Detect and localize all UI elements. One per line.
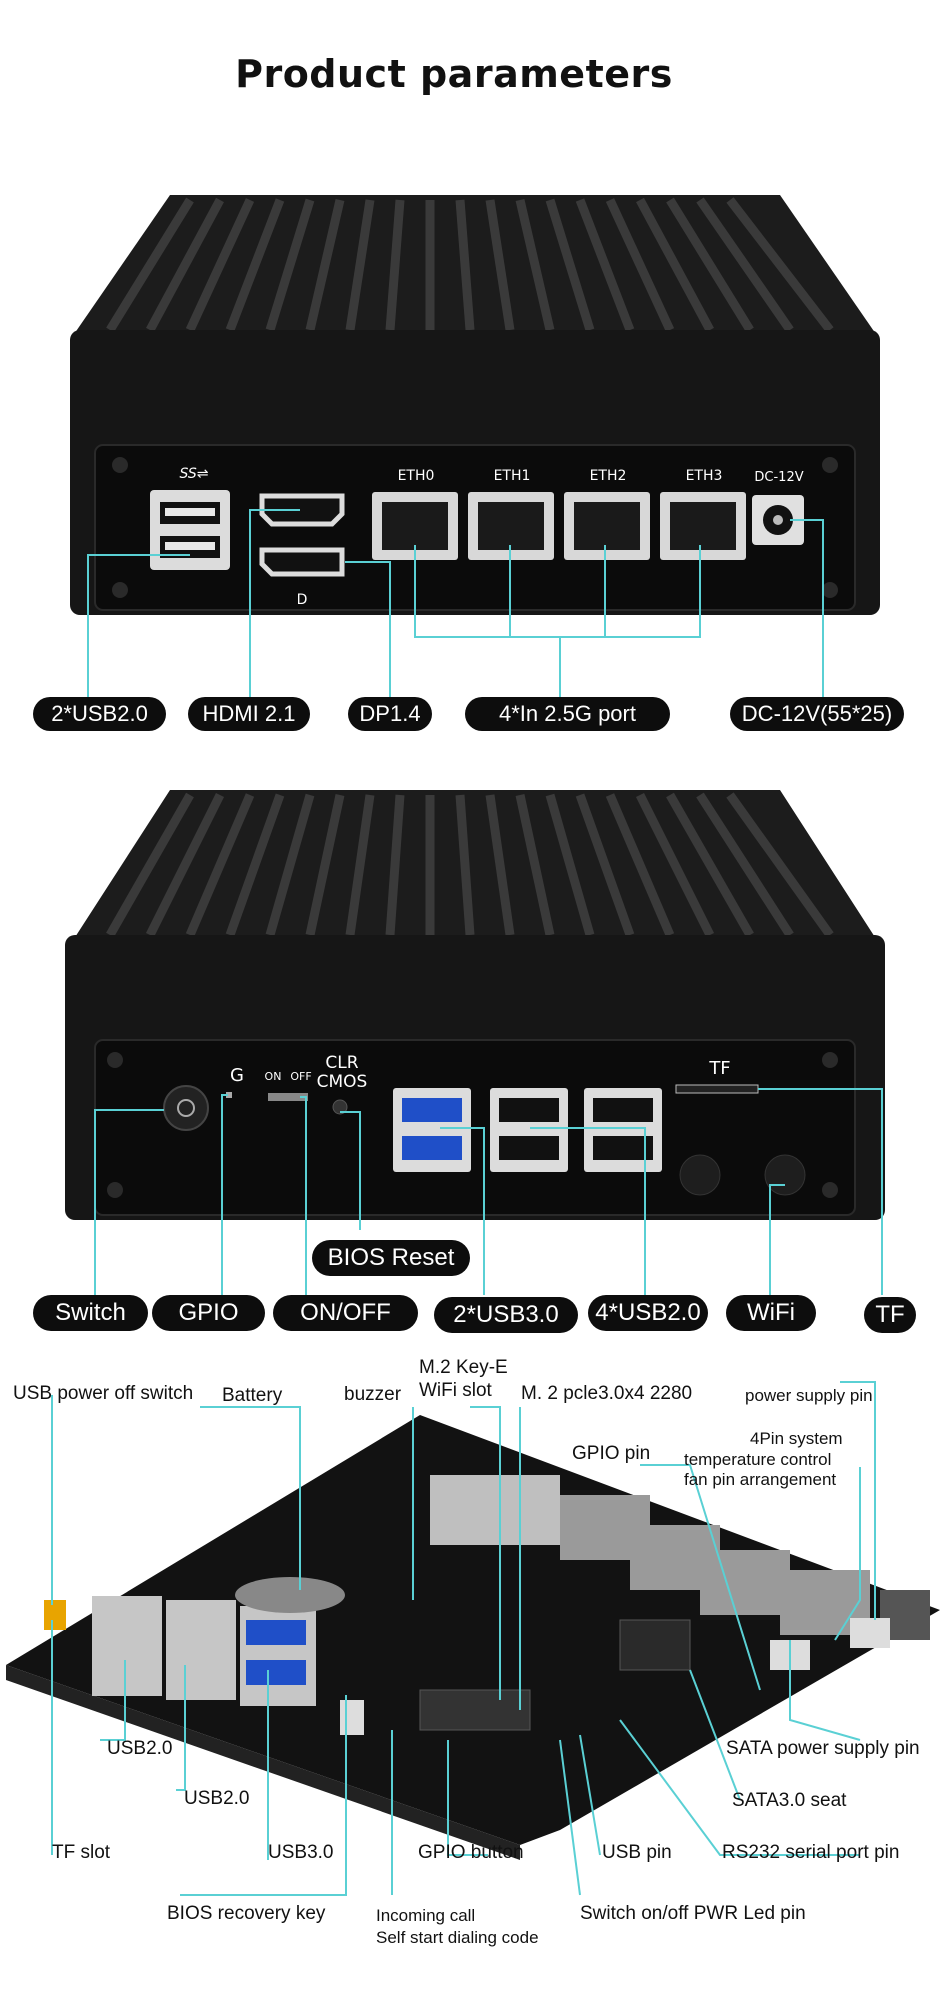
callout-usb3: 2*USB3.0 [434, 1297, 578, 1333]
callout-sata-power: SATA power supply pin [726, 1738, 920, 1759]
callout-dp: DP1.4 [348, 697, 432, 731]
cmos-label: CMOS [316, 1072, 368, 1092]
off-label: OFF [290, 1070, 312, 1083]
usb-ss-icon: SS⇌ [179, 466, 209, 482]
callout-wifi: WiFi [726, 1295, 816, 1331]
callout-usb2-a: USB2.0 [107, 1738, 173, 1759]
callout-power-supply-pin: power supply pin [745, 1386, 873, 1405]
clr-label: CLR [325, 1053, 359, 1073]
page-title: Product parameters [235, 52, 673, 96]
eth2-label: ETH2 [589, 468, 627, 484]
dc-label: DC-12V [754, 470, 804, 485]
callout-buzzer: buzzer [344, 1384, 402, 1405]
callout-m2-key-e: M.2 Key-E [419, 1357, 508, 1378]
callout-dc: DC-12V(55*25) [730, 697, 904, 731]
callout-sata-seat: SATA3.0 seat [732, 1790, 847, 1811]
callout-fan-1: 4Pin system [750, 1429, 843, 1448]
callout-incoming-call: Incoming call [376, 1906, 476, 1925]
callout-fan-3: fan pin arrangement [684, 1470, 837, 1489]
callout-battery: Battery [222, 1385, 283, 1406]
callout-self-start: Self start dialing code [376, 1928, 539, 1947]
callout-fan-2: temperature control [684, 1450, 832, 1469]
callout-switch-pwr: Switch on/off PWR Led pin [580, 1903, 806, 1924]
back-device [65, 790, 885, 1220]
callout-eth: 4*In 2.5G port [465, 697, 670, 731]
callout-usb-power-off-switch: USB power off switch [13, 1383, 194, 1404]
callout-bios-reset: BIOS Reset [312, 1240, 470, 1276]
callout-gpio: GPIO [152, 1295, 265, 1331]
callout-tf-slot: TF slot [52, 1842, 111, 1863]
callout-switch: Switch [33, 1295, 148, 1331]
callout-usb: 2*USB2.0 [33, 697, 166, 731]
tf-label: TF [709, 1058, 731, 1079]
g-label: G [230, 1065, 244, 1086]
callout-bios-recovery: BIOS recovery key [167, 1903, 326, 1924]
callout-tf: TF [864, 1297, 916, 1333]
callout-rs232: RS232 serial port pin [722, 1842, 900, 1863]
callout-usb3: USB3.0 [268, 1842, 334, 1863]
on-label: ON [264, 1070, 282, 1083]
callout-lines [51, 509, 883, 1896]
front-device: D [70, 195, 880, 615]
callout-m2-pcie: M. 2 pcle3.0x4 2280 [521, 1383, 693, 1404]
eth1-label: ETH1 [493, 468, 531, 484]
callout-usb2: 4*USB2.0 [588, 1295, 708, 1331]
callout-wifi-slot: WiFi slot [419, 1380, 492, 1401]
eth3-label: ETH3 [685, 468, 723, 484]
callout-usb2-b: USB2.0 [184, 1788, 250, 1809]
callout-gpio-pin: GPIO pin [572, 1443, 651, 1464]
callout-onoff: ON/OFF [273, 1295, 418, 1331]
svg-text:D: D [297, 592, 308, 608]
callout-usb-pin: USB pin [602, 1842, 672, 1863]
callout-gpio-button: GPIO button [418, 1842, 524, 1863]
eth0-label: ETH0 [397, 468, 435, 484]
callout-hdmi: HDMI 2.1 [188, 697, 310, 731]
